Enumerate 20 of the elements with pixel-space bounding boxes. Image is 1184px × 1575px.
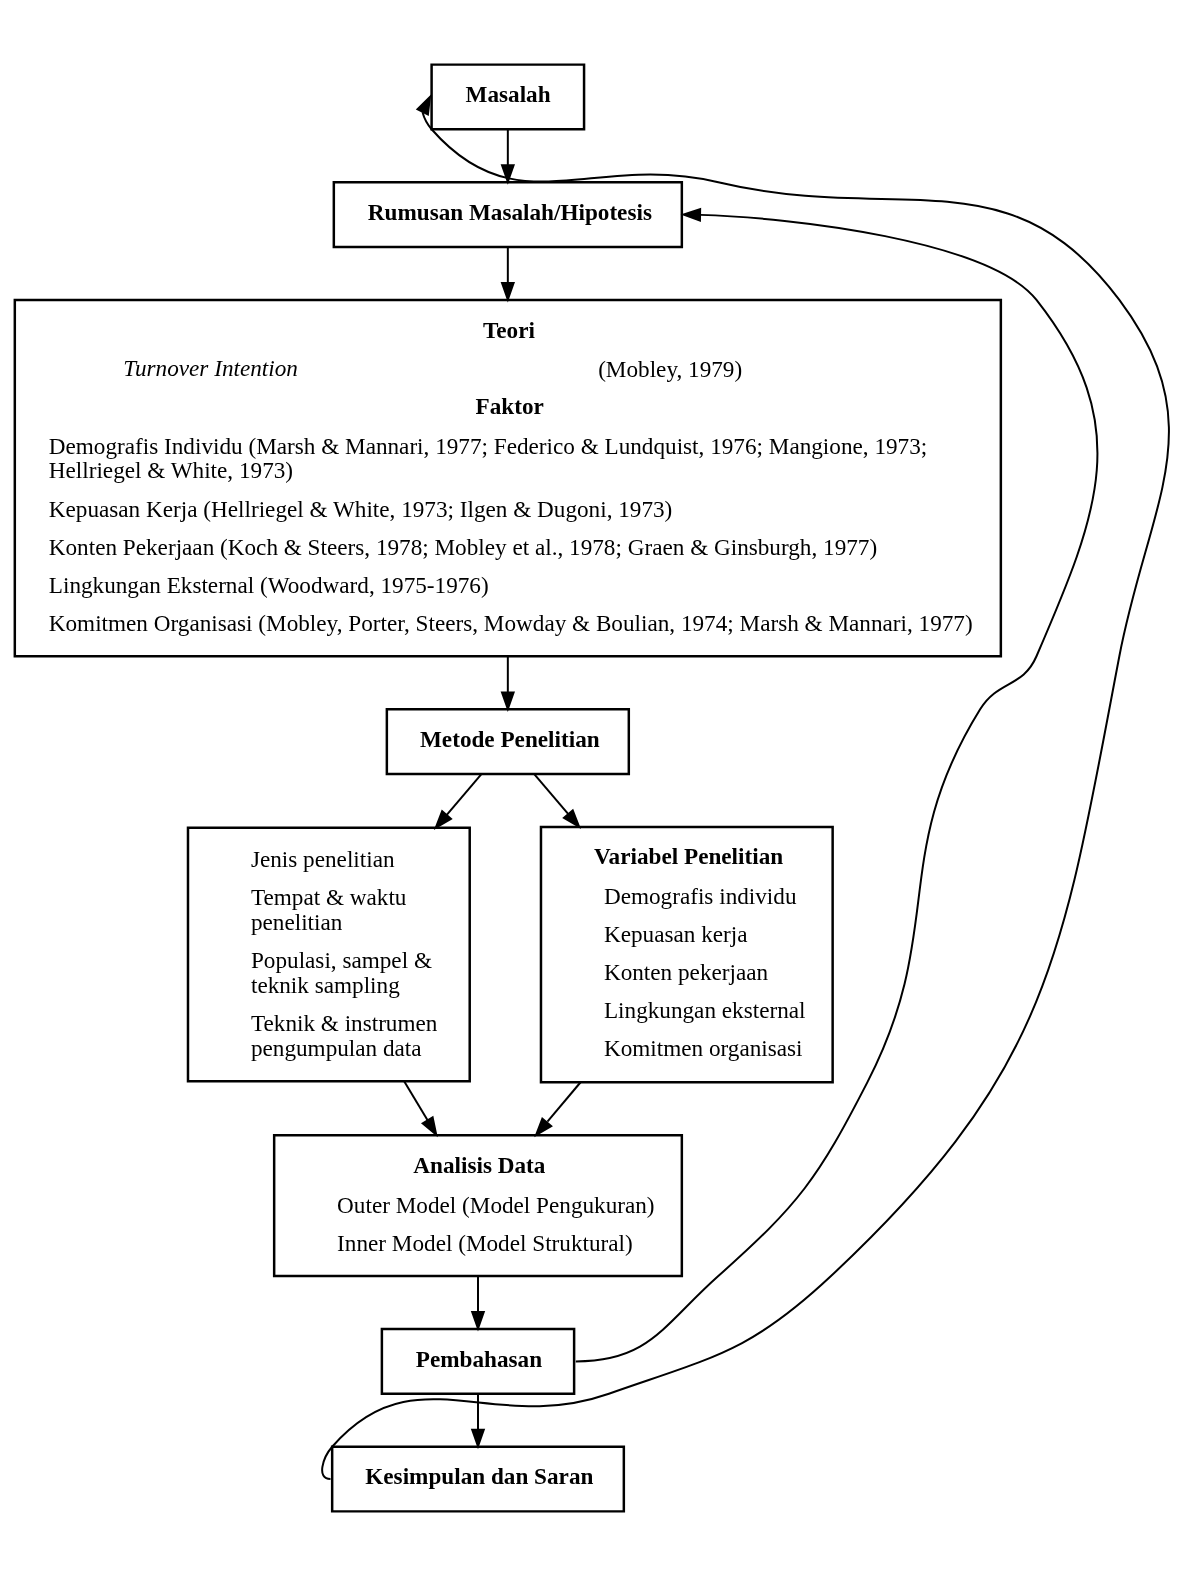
node-box: Teori Turnover Intention (Mobley, 1979) Faktor Demografis Individu (Marsh & Mannari, 1977; Federico & Lundquist, 1976; Mangione, 1973; Hellriegel & White, 1973) Kepuasan Kerja (Hellriegel & White, 1973; Ilgen & Dugoni, 1973) Konten Pekerjaan (Koch & Steers, 1978; Mobley et al., 1978; Graen & Ginsburgh, 1977) Lingkungan Eksternal (Woodward, 1975-1976) Komitmen Organisasi (Mobley, Porter, Steers, Mowday & Boulian, 1974; Marsh & Mannari, 1977) — [13, 298, 1003, 657]
arrow — [470, 1392, 486, 1449]
arrow — [533, 772, 582, 829]
arrow — [500, 128, 516, 185]
arrow — [470, 1274, 486, 1332]
node-box: Variabel Penelitian Demografis individu Kepuasan kerja Konten pekerjaan Lingkungan eksternal Komitmen organisasi — [539, 825, 834, 1083]
arrow — [500, 245, 516, 302]
arrow — [433, 772, 483, 830]
node-box: Metode Penelitian — [385, 707, 631, 775]
arrow — [534, 1080, 582, 1137]
node-box: Kesimpulan dan Saran — [330, 1445, 626, 1513]
arrow — [403, 1080, 438, 1137]
arrow — [321, 93, 1170, 1480]
node-box: Masalah — [430, 62, 586, 130]
arrow — [574, 207, 1099, 1362]
arrow — [500, 655, 516, 712]
node-box: Rumusan Masalah/Hipotesis — [332, 180, 684, 248]
node-box: Jenis penelitian Tempat & waktu penelitian Populasi, sampel & teknik sampling Teknik & instrumen pengumpulan data — [186, 826, 471, 1083]
node-box: Pembahasan — [380, 1327, 576, 1395]
node-box: Analisis Data Outer Model (Model Pengukuran) Inner Model (Model Struktural) — [272, 1133, 684, 1277]
